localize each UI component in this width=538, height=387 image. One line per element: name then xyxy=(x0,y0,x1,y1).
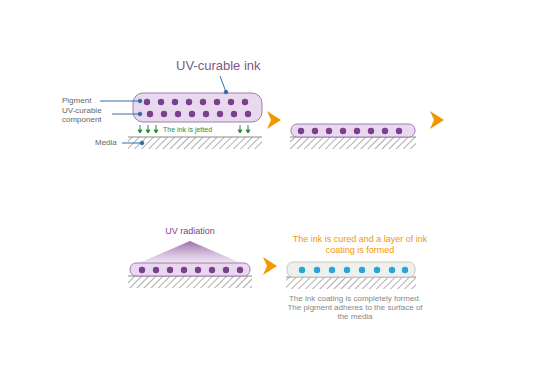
step-chevron xyxy=(263,257,277,275)
ink-droplet xyxy=(133,93,262,122)
heading-label: UV-curable ink xyxy=(176,58,261,73)
step-chevron xyxy=(430,111,444,129)
jetting-panel xyxy=(100,76,262,149)
part-label: Pigment xyxy=(62,96,91,106)
step-chevron xyxy=(267,111,281,129)
uv-panel xyxy=(128,241,252,288)
spread-panel xyxy=(290,124,416,149)
media xyxy=(128,137,262,149)
note-label: UV radiation xyxy=(165,226,215,237)
note-label: The ink is cured and a layer of ink coat… xyxy=(280,234,440,256)
note-label: The ink coating is completely formed. Th… xyxy=(282,294,428,321)
uv-beam xyxy=(132,241,248,266)
cured-panel xyxy=(286,262,416,289)
part-label: UV-curable component xyxy=(62,106,110,124)
note-label: The ink is jetted xyxy=(163,125,212,134)
part-label: Media xyxy=(95,138,117,148)
